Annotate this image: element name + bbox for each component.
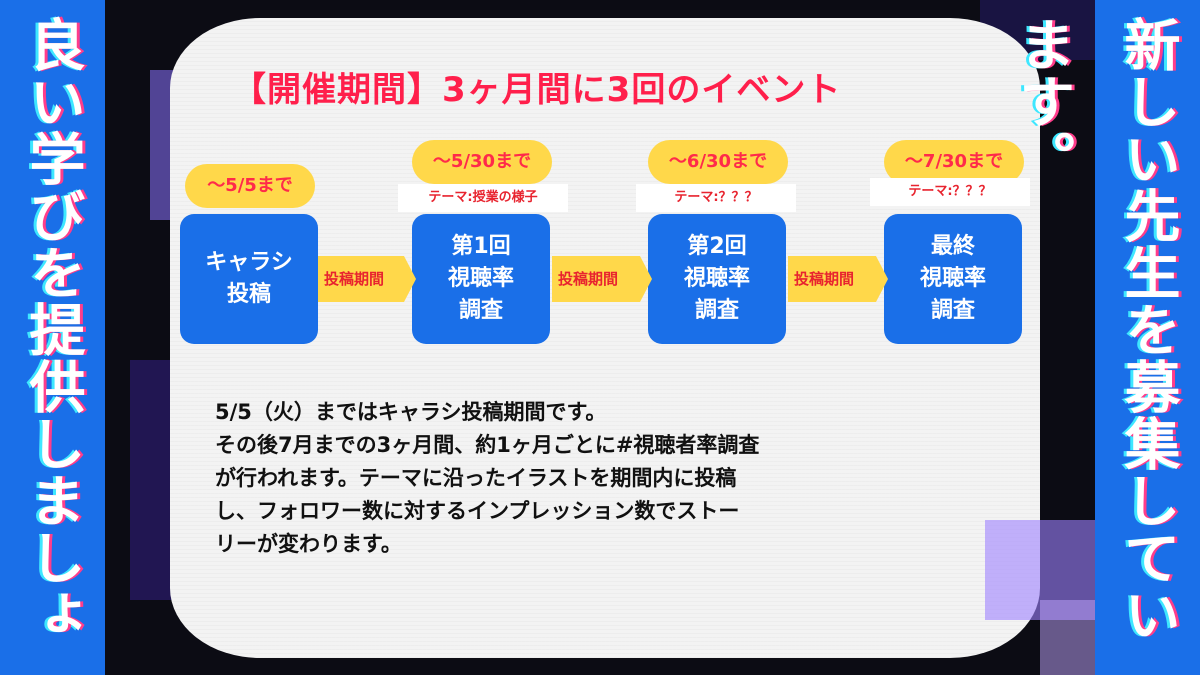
right-banner: 新しい先生を募集しています。 bbox=[1010, 0, 1200, 675]
description-line: その後7月までの3ヶ月間、約1ヶ月ごとに#視聴者率調査 bbox=[215, 433, 760, 457]
event-title: 【開催期間】3ヶ月間に3回のイベント bbox=[232, 70, 842, 110]
stage-character-sheet-posting: キャラシ 投稿 bbox=[180, 214, 318, 344]
crt-screen: 【開催期間】3ヶ月間に3回のイベント 〜5/5まで 〜5/30まで 〜6/30ま… bbox=[170, 18, 1040, 658]
posting-period-arrow: 投稿期間 bbox=[318, 256, 416, 302]
glitch-block bbox=[1040, 600, 1095, 675]
deadline-pill: 〜7/30まで bbox=[884, 140, 1024, 184]
stage-first-rating-survey: 第1回 視聴率 調査 bbox=[412, 214, 550, 344]
posting-period-arrow: 投稿期間 bbox=[788, 256, 888, 302]
deadline-pill: 〜5/30まで bbox=[412, 140, 552, 184]
description-line: 5/5（火）まではキャラシ投稿期間です。 bbox=[215, 400, 607, 424]
theme-label: テーマ:？？？ bbox=[636, 184, 796, 212]
description-line: が行われます。テーマに沿ったイラストを期間内に投稿 bbox=[215, 466, 737, 490]
left-vertical-text: 良い学びを提供しましょう。 bbox=[20, 16, 85, 643]
description-line: リーが変わります。 bbox=[215, 532, 402, 556]
stage-second-rating-survey: 第2回 視聴率 調査 bbox=[648, 214, 786, 344]
left-banner: 良い学びを提供しましょう。 bbox=[0, 0, 105, 675]
deadline-pill: 〜5/5まで bbox=[185, 164, 315, 208]
theme-label: テーマ:授業の様子 bbox=[398, 184, 568, 212]
theme-label: テーマ:？？？ bbox=[870, 178, 1030, 206]
stage-final-rating-survey: 最終 視聴率 調査 bbox=[884, 214, 1022, 344]
description-line: し、フォロワー数に対するインプレッション数でストー bbox=[215, 499, 740, 523]
deadline-pill: 〜6/30まで bbox=[648, 140, 788, 184]
right-vertical-text: 新しい先生を募集しています。 bbox=[1010, 16, 1180, 643]
description-text: 5/5（火）まではキャラシ投稿期間です。 その後7月までの3ヶ月間、約1ヶ月ごと… bbox=[215, 396, 995, 561]
posting-period-arrow: 投稿期間 bbox=[552, 256, 652, 302]
